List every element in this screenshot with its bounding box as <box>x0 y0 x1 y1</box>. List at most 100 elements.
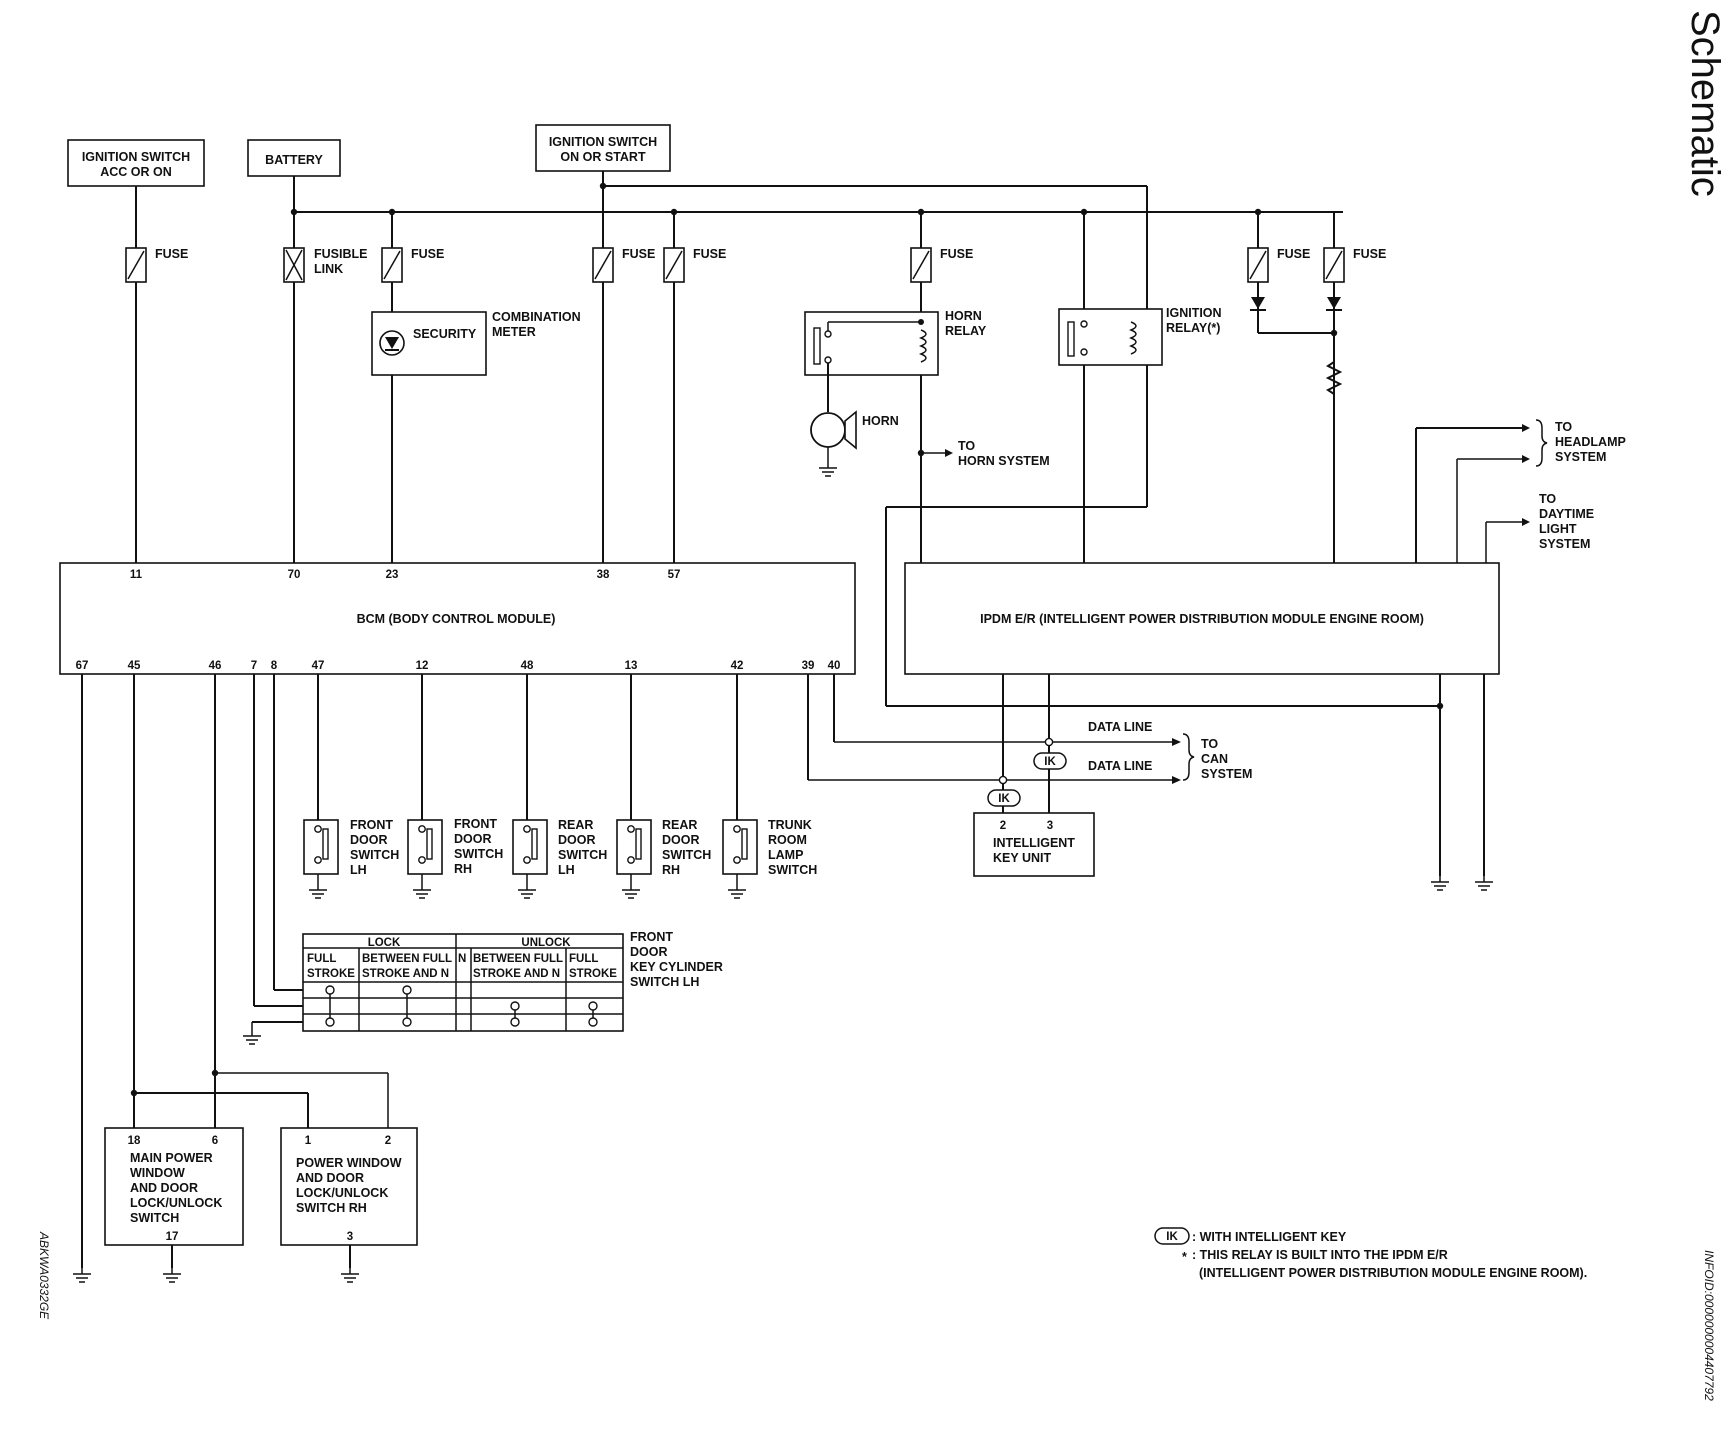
svg-text:2: 2 <box>1000 820 1006 832</box>
battery-box: BATTERY <box>247 139 341 177</box>
svg-text:SWITCH: SWITCH <box>558 848 607 862</box>
front-door-switch-lh: FRONT DOOR SWITCH LH <box>303 674 399 899</box>
svg-text:LOCK/UNLOCK: LOCK/UNLOCK <box>296 1186 388 1200</box>
rear-door-switch-rh: REAR DOOR SWITCH RH <box>616 674 711 899</box>
svg-text:LINK: LINK <box>314 262 343 276</box>
svg-text:N: N <box>458 953 466 965</box>
resistor-icon <box>1325 356 1343 563</box>
svg-text:1: 1 <box>305 1135 312 1147</box>
svg-text:FUSE: FUSE <box>155 247 188 261</box>
svg-text:FUSE: FUSE <box>693 247 726 261</box>
svg-text:38: 38 <box>597 569 610 581</box>
svg-text:STROKE AND N: STROKE AND N <box>362 968 449 980</box>
svg-text:BATTERY: BATTERY <box>265 153 323 167</box>
svg-text:WINDOW: WINDOW <box>130 1166 185 1180</box>
svg-text:KEY CYLINDER: KEY CYLINDER <box>630 960 723 974</box>
svg-text:TO: TO <box>1539 492 1556 506</box>
svg-text:IK: IK <box>1044 756 1056 768</box>
svg-text:IGNITION SWITCH: IGNITION SWITCH <box>549 135 657 149</box>
svg-text:SYSTEM: SYSTEM <box>1201 767 1252 781</box>
svg-text:LH: LH <box>350 863 367 877</box>
svg-text:42: 42 <box>731 660 744 672</box>
svg-text:(INTELLIGENT POWER DISTRIBUTIO: (INTELLIGENT POWER DISTRIBUTION MODULE E… <box>1199 1266 1587 1280</box>
bcm-lower-wires <box>72 674 389 1283</box>
svg-text:STROKE: STROKE <box>569 968 617 980</box>
svg-text:AND DOOR: AND DOOR <box>296 1171 364 1185</box>
ipdm-module: IPDM E/R (INTELLIGENT POWER DISTRIBUTION… <box>904 562 1500 675</box>
ignition-relay-coil-icon <box>1128 321 1137 355</box>
key-cylinder-switch: LOCK UNLOCK FULL STROKE BETWEEN FULL STR… <box>242 674 723 1045</box>
svg-text:ACC OR ON: ACC OR ON <box>100 165 172 179</box>
svg-text:SWITCH: SWITCH <box>130 1211 179 1225</box>
svg-text:LAMP: LAMP <box>768 848 803 862</box>
svg-text:POWER WINDOW: POWER WINDOW <box>296 1156 402 1170</box>
horn-relay-coil-icon <box>918 329 927 363</box>
svg-text:RELAY: RELAY <box>945 324 987 338</box>
svg-text:3: 3 <box>1047 820 1053 832</box>
svg-text:IK: IK <box>1166 1231 1178 1243</box>
svg-text:UNLOCK: UNLOCK <box>521 937 571 949</box>
svg-text:FUSE: FUSE <box>940 247 973 261</box>
svg-text:ON OR START: ON OR START <box>560 150 646 164</box>
svg-text:HORN SYSTEM: HORN SYSTEM <box>958 454 1050 468</box>
svg-text:TO: TO <box>1555 420 1572 434</box>
svg-text:: THIS RELAY IS BUILT INTO THE: : THIS RELAY IS BUILT INTO THE IPDM E/R <box>1192 1248 1448 1262</box>
security-led-icon <box>385 337 399 349</box>
svg-text:47: 47 <box>312 660 325 672</box>
svg-text:SWITCH RH: SWITCH RH <box>296 1201 367 1215</box>
svg-text:13: 13 <box>625 660 638 672</box>
svg-text:FULL: FULL <box>569 953 598 965</box>
svg-text:STROKE: STROKE <box>307 968 355 980</box>
diode-icons <box>1250 297 1342 334</box>
legend: IK : WITH INTELLIGENT KEY * : THIS RELAY… <box>1154 1227 1587 1280</box>
svg-text:IPDM E/R (INTELLIGENT POWER DI: IPDM E/R (INTELLIGENT POWER DISTRIBUTION… <box>980 612 1424 626</box>
svg-text:17: 17 <box>166 1231 179 1243</box>
svg-text:*: * <box>1182 1250 1187 1264</box>
figure-code: ABKWA0332GE <box>37 1231 51 1320</box>
svg-text:AND DOOR: AND DOOR <box>130 1181 198 1195</box>
svg-text:LIGHT: LIGHT <box>1539 522 1577 536</box>
to-daytime-light-system: TO DAYTIME LIGHT SYSTEM <box>1485 492 1594 563</box>
svg-text:TO: TO <box>958 439 975 453</box>
fuse-meter: FUSE <box>381 247 444 283</box>
main-power-window-switch: 18 6 MAIN POWER WINDOW AND DOOR LOCK/UNL… <box>104 1127 244 1283</box>
ipdm-grounds <box>1430 674 1494 891</box>
svg-text:CAN: CAN <box>1201 752 1228 766</box>
svg-text:RELAY(*): RELAY(*) <box>1166 321 1220 335</box>
svg-text:REAR: REAR <box>558 818 593 832</box>
svg-text:FRONT: FRONT <box>350 818 393 832</box>
svg-text:ROOM: ROOM <box>768 833 807 847</box>
svg-text:DOOR: DOOR <box>454 832 492 846</box>
svg-text:HEADLAMP: HEADLAMP <box>1555 435 1626 449</box>
svg-text:23: 23 <box>386 569 399 581</box>
svg-text:TRUNK: TRUNK <box>768 818 812 832</box>
svg-text:46: 46 <box>209 660 222 672</box>
fuse-ign-acc: FUSE <box>125 247 188 283</box>
fuse-ign-start: FUSE <box>592 247 655 283</box>
svg-text:INTELLIGENT: INTELLIGENT <box>993 836 1075 850</box>
svg-text:SYSTEM: SYSTEM <box>1555 450 1606 464</box>
svg-text:KEY UNIT: KEY UNIT <box>993 851 1051 865</box>
svg-text:FULL: FULL <box>307 953 336 965</box>
power-window-switch-rh: 1 2 POWER WINDOW AND DOOR LOCK/UNLOCK SW… <box>280 1127 418 1283</box>
svg-text:DOOR: DOOR <box>350 833 388 847</box>
svg-text:DAYTIME: DAYTIME <box>1539 507 1594 521</box>
can-data-lines: DATA LINE DATA LINE TO CAN SYSTEM IK IK <box>807 674 1252 813</box>
svg-text:SWITCH: SWITCH <box>768 863 817 877</box>
doc-code: INFOID:0000000004407792 <box>1702 1250 1716 1401</box>
svg-text:BETWEEN FULL: BETWEEN FULL <box>473 953 563 965</box>
svg-text:2: 2 <box>385 1135 391 1147</box>
svg-text:FRONT: FRONT <box>630 930 673 944</box>
fusible-link: FUSIBLE LINK <box>283 247 367 283</box>
svg-text:57: 57 <box>668 569 681 581</box>
svg-text:7: 7 <box>251 660 257 672</box>
svg-text:MAIN POWER: MAIN POWER <box>130 1151 213 1165</box>
svg-text:STROKE AND N: STROKE AND N <box>473 968 560 980</box>
fuse-horn: FUSE <box>910 247 973 283</box>
svg-text:67: 67 <box>76 660 89 672</box>
svg-text:: WITH INTELLIGENT KEY: : WITH INTELLIGENT KEY <box>1192 1230 1347 1244</box>
svg-text:70: 70 <box>288 569 301 581</box>
svg-text:FUSE: FUSE <box>1277 247 1310 261</box>
svg-text:LH: LH <box>558 863 575 877</box>
svg-text:COMBINATION: COMBINATION <box>492 310 581 324</box>
